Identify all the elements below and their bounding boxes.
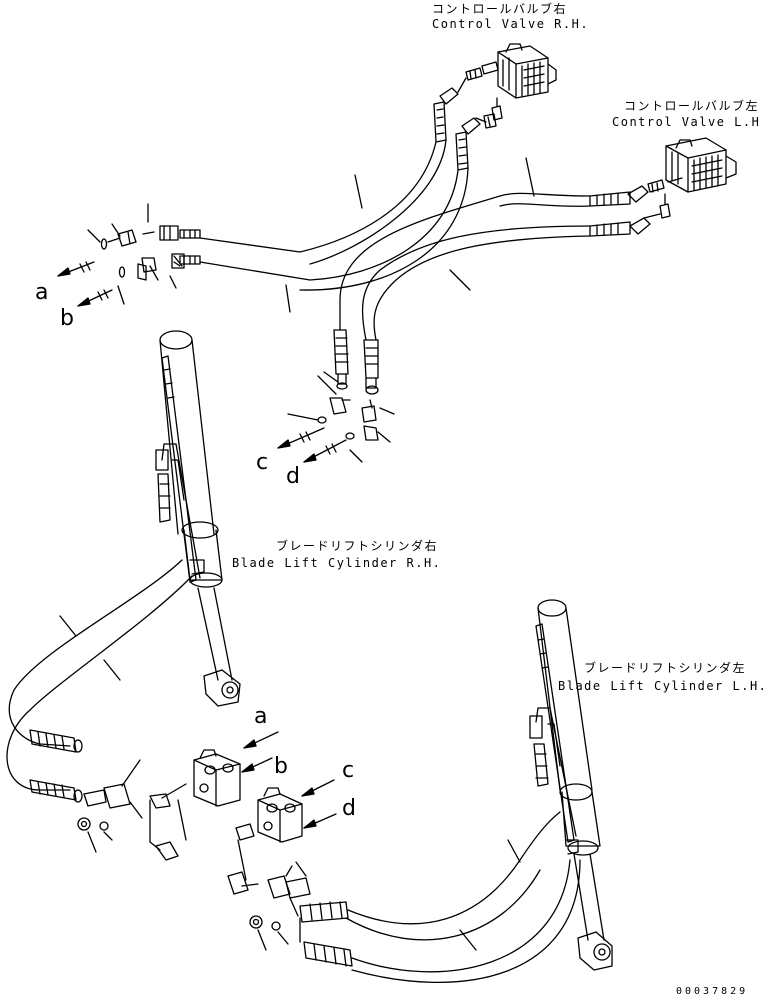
blc-lh-pipes: [529, 623, 579, 855]
bottom-valve-block-1: [193, 749, 241, 807]
arrow-c-mid: [277, 427, 325, 449]
letter-c-bot: c: [342, 758, 355, 783]
blade-lift-cylinder-lh: [537, 599, 613, 971]
arrow-d-mid: [303, 439, 347, 463]
letter-a-bot: a: [254, 704, 268, 729]
arrow-a-top: [57, 261, 95, 277]
blc-rh-pipes: [155, 355, 205, 583]
blc-rh-label-en: Blade Lift Cylinder R.H.: [232, 556, 442, 570]
arrow-a-bot: [243, 731, 279, 749]
control-valve-lh: [665, 137, 737, 193]
arrow-b-bot: [241, 757, 273, 773]
arrow-c-bot: [301, 779, 335, 797]
mid-hose-ends: [287, 329, 395, 463]
top-left-fittings: [87, 203, 201, 305]
arrow-b-top: [77, 289, 113, 307]
bottom-fittings: [77, 759, 311, 951]
cv-rh-label-en: Control Valve R.H.: [432, 17, 590, 31]
letter-a-top: a: [35, 280, 49, 305]
drawing-number: 00037829: [676, 986, 749, 997]
letter-c-mid: c: [256, 450, 269, 475]
cv-lh-label-en: Control Valve L.H.: [612, 115, 763, 129]
letter-d-mid: d: [286, 464, 300, 489]
letter-b-top: b: [60, 306, 74, 331]
cv-lh-fittings: [647, 177, 683, 219]
loop-hoses-rh: [6, 559, 193, 803]
control-valve-rh: [497, 43, 557, 99]
cv-rh-label-jp: コントロールバルブ右: [432, 2, 568, 16]
blc-rh-label-jp: ブレードリフトシリンダ右: [276, 539, 439, 553]
bottom-valve-block-2: [257, 787, 303, 843]
loop-hoses-lh: [299, 811, 581, 984]
letter-d-bot: d: [342, 796, 356, 821]
arrow-d-bot: [303, 813, 337, 829]
hose-cvrh-1: [199, 77, 467, 265]
letter-b-bot: b: [274, 754, 288, 779]
blc-lh-label-en: Blade Lift Cylinder L.H.: [558, 679, 763, 693]
hose-cvrh-2: [199, 117, 487, 313]
blc-lh-label-jp: ブレードリフトシリンダ左: [584, 661, 747, 675]
hose-cvlh-1: [339, 157, 649, 331]
cv-rh-fittings: [465, 61, 503, 129]
hose-cvlh-2: [361, 213, 661, 341]
cv-lh-label-jp: コントロールバルブ左: [624, 99, 760, 113]
